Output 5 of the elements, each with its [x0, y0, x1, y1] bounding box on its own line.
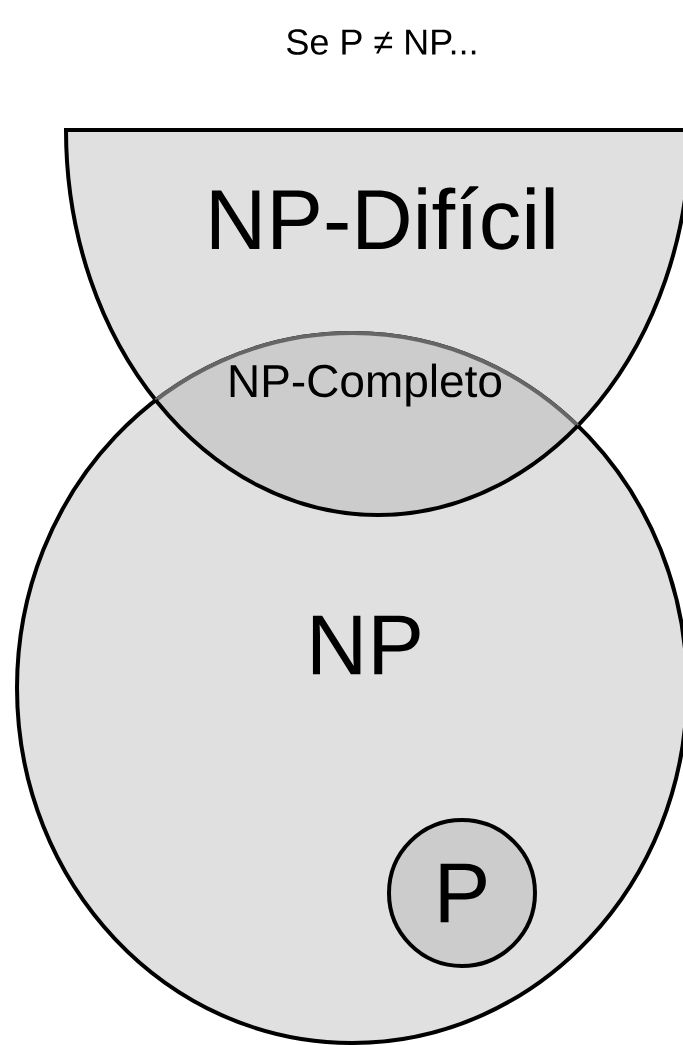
circle-region: P [387, 818, 537, 968]
intersection-region: NP-Completo [64, 333, 683, 517]
node-label: NP [312, 615, 420, 675]
title: Se P ≠ NP... [287, 29, 476, 55]
node-label: NP-Difícil [211, 186, 554, 250]
